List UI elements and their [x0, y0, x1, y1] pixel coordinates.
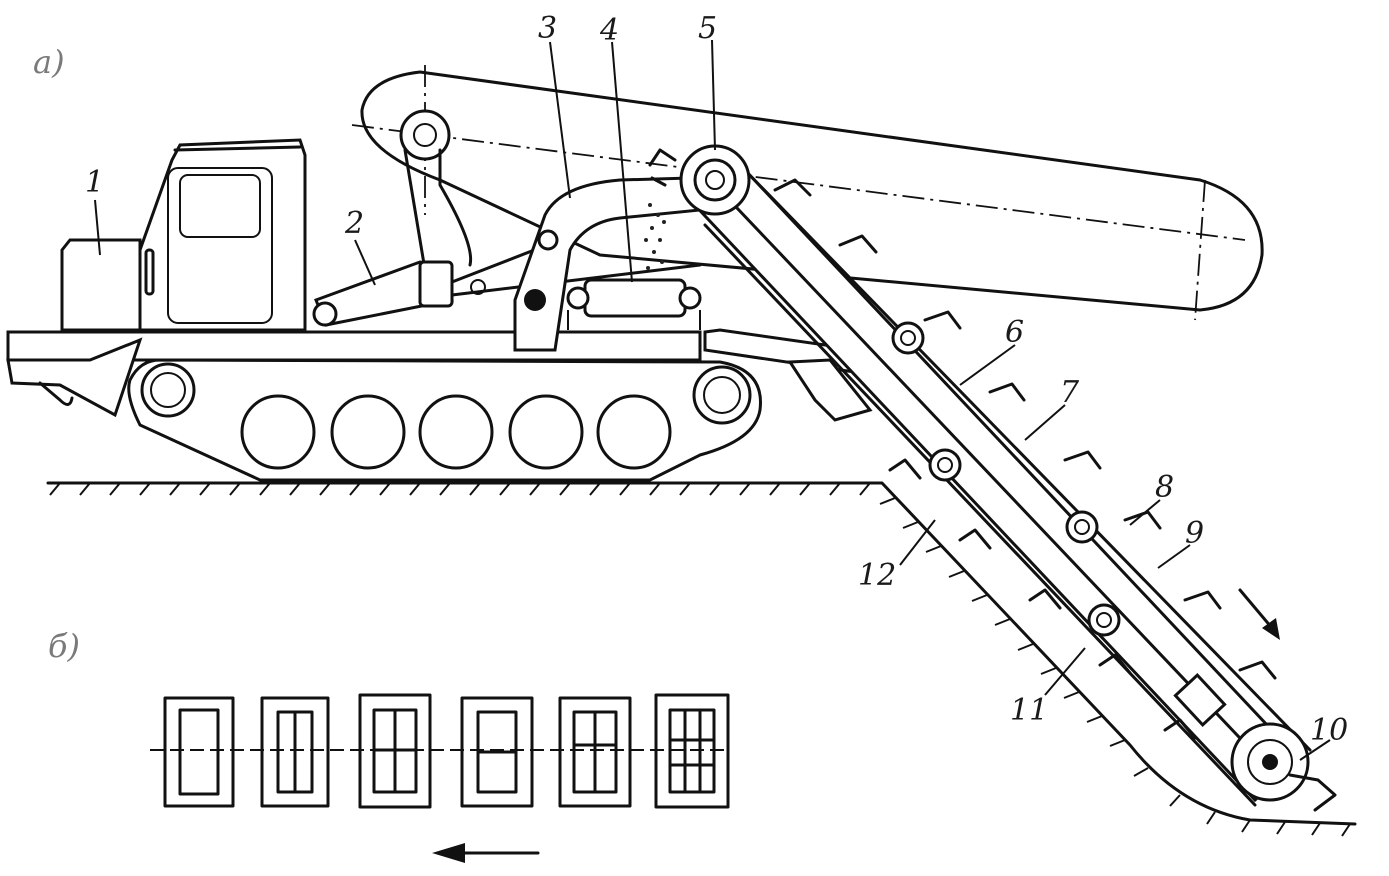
bucket-section: [558, 696, 632, 808]
bucket-section: [260, 696, 330, 808]
callout-4: 4: [599, 13, 619, 48]
callout-6: 6: [1005, 315, 1024, 350]
top-pivot: [399, 109, 451, 161]
road-wheel: [330, 394, 406, 470]
cab-door: [167, 167, 273, 324]
digging-boom: [648, 144, 1337, 812]
road-wheel: [508, 394, 584, 470]
crawler-track: [127, 358, 762, 482]
door-handle: [144, 248, 155, 296]
callout-7: 7: [1060, 375, 1080, 410]
movement-arrow: [432, 843, 540, 863]
callout-5: 5: [698, 11, 717, 46]
bucket-section: [460, 696, 534, 808]
idler-wheel: [140, 362, 196, 418]
ground: [46, 481, 1357, 837]
panel-b-label: б): [48, 627, 80, 665]
cab-window: [179, 174, 261, 238]
callout-11: 11: [1010, 693, 1048, 728]
callout-3: 3: [538, 11, 557, 46]
bucket-section: [358, 693, 432, 809]
panel-b-buckets: [150, 693, 730, 863]
callout-8: 8: [1155, 470, 1174, 505]
boom-frame: [513, 176, 702, 352]
bucket-section: [654, 693, 730, 809]
drive-sprocket: [692, 365, 752, 425]
callout-9: 9: [1185, 516, 1204, 551]
bucket-section: [163, 696, 235, 808]
leader-lines: [94, 39, 1331, 761]
chain-direction-arrow: [1238, 588, 1280, 640]
road-wheel: [418, 394, 494, 470]
road-wheel: [240, 394, 316, 470]
callout-10: 10: [1310, 713, 1348, 748]
road-wheel: [596, 394, 672, 470]
panel-a-label: а): [33, 43, 65, 81]
callout-2: 2: [344, 206, 364, 241]
callout-1: 1: [85, 165, 104, 200]
conveyor: [583, 278, 687, 318]
callout-12: 12: [858, 558, 896, 593]
